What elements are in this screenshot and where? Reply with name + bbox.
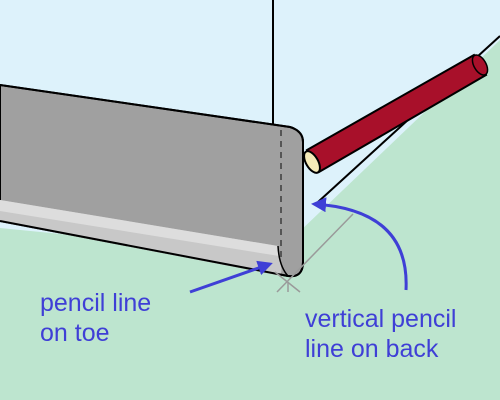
handle-ferrule xyxy=(303,150,321,174)
trowel-handle xyxy=(303,53,489,174)
blade-outline xyxy=(0,84,304,278)
guide-lines xyxy=(274,213,354,293)
back-arrow xyxy=(311,197,408,291)
blade-edge-highlight xyxy=(0,200,279,256)
trowel-blade xyxy=(0,83,304,278)
floor-surface xyxy=(0,40,500,400)
blade-toe-curve xyxy=(277,245,289,277)
back-pencil-line-label: vertical pencil line on back xyxy=(305,305,457,363)
handle-end xyxy=(471,54,489,76)
toe-arrow xyxy=(189,260,273,294)
toe-pencil-line-label: pencil line on toe xyxy=(40,289,152,347)
